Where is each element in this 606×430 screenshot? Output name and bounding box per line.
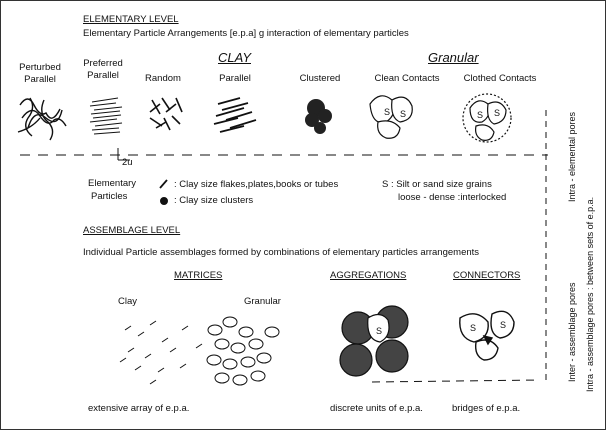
legend-label-2: Particles	[91, 191, 127, 202]
side-label-intra-elemental: Intra - elemental pores	[567, 112, 577, 202]
matrices-clay-label: Clay	[118, 296, 137, 307]
perturbed-parallel-sketch	[18, 98, 66, 140]
type-label-clothed-contacts: Clothed Contacts	[464, 73, 537, 84]
assemblage-level-subheading: Individual Particle assemblages formed b…	[83, 247, 479, 258]
grain-letter-clothed-2: S	[494, 108, 500, 119]
grain-letter-connector-1: S	[470, 323, 476, 334]
grain-letter-aggregation: S	[376, 326, 382, 337]
matrices-caption: extensive array of e.p.a.	[88, 403, 189, 414]
connectors-caption: bridges of e.p.a.	[452, 403, 520, 414]
type-label-preferred-parallel-2: Parallel	[87, 70, 119, 81]
legend-silt: S : Silt or sand size grains	[382, 179, 492, 190]
type-label-clustered: Clustered	[300, 73, 341, 84]
legend-symbols	[160, 180, 168, 205]
aggregations-sketch	[340, 306, 408, 376]
legend-label-1: Elementary	[88, 178, 136, 189]
matrices-sketch	[120, 317, 279, 385]
preferred-parallel-sketch	[90, 98, 122, 134]
grain-letter-clean-1: S	[384, 107, 390, 118]
connectors-title: CONNECTORS	[453, 270, 520, 281]
assemblage-level-heading: ASSEMBLAGE LEVEL	[83, 225, 180, 236]
aggregations-title: AGGREGATIONS	[330, 270, 406, 281]
side-label-intra-assemblage: Intra - assemblage pores : between sets …	[585, 197, 595, 392]
type-label-clean-contacts: Clean Contacts	[375, 73, 440, 84]
type-label-preferred-parallel-1: Preferred	[83, 58, 123, 69]
legend-clay-clusters: : Clay size clusters	[174, 195, 253, 206]
clay-group-title: CLAY	[218, 50, 251, 65]
scale-label: 2u	[122, 157, 133, 168]
granular-group-title: Granular	[428, 50, 479, 65]
grain-letter-clean-2: S	[400, 109, 406, 120]
type-label-perturbed-parallel-1: Perturbed	[19, 62, 61, 73]
clothed-contacts-sketch	[463, 94, 511, 142]
parallel-sketch	[214, 98, 256, 132]
grain-letter-clothed-1: S	[477, 110, 483, 121]
legend-clay-flakes: : Clay size flakes,plates,books or tubes	[174, 179, 338, 190]
type-label-random: Random	[145, 73, 181, 84]
legend-silt-density: loose - dense :interlocked	[398, 192, 506, 203]
random-sketch	[150, 98, 182, 130]
connectors-sketch	[460, 311, 514, 360]
matrices-granular-label: Granular	[244, 296, 281, 307]
grain-letter-connector-2: S	[500, 320, 506, 331]
elementary-level-heading: ELEMENTARY LEVEL	[83, 14, 179, 25]
clustered-sketch	[305, 99, 332, 134]
aggregations-caption: discrete units of e.p.a.	[330, 403, 423, 414]
side-label-inter-assemblage: Inter - assemblage pores	[567, 282, 577, 382]
elementary-level-subheading: Elementary Particle Arrangements [e.p.a]…	[83, 28, 409, 39]
type-label-perturbed-parallel-2: Parallel	[24, 74, 56, 85]
matrices-title: MATRICES	[174, 270, 222, 281]
type-label-parallel: Parallel	[219, 73, 251, 84]
